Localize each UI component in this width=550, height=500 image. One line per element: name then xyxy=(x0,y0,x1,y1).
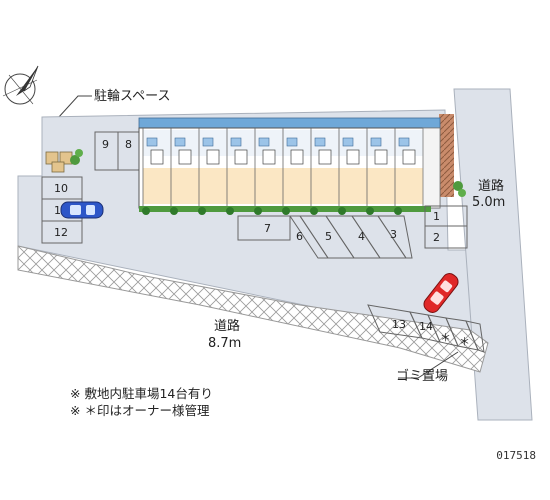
bath-icon xyxy=(398,137,410,147)
bay-number-5: 5 xyxy=(325,230,332,243)
stair-icon xyxy=(374,149,388,165)
owner-slot-mark: ＊ xyxy=(440,331,451,344)
bay-number-2: 2 xyxy=(433,231,440,244)
stair-icon xyxy=(262,149,276,165)
car-red-icon xyxy=(423,273,459,313)
stair-icon xyxy=(150,149,164,165)
bay-number-14: 14 xyxy=(419,320,433,333)
north-arrow-icon xyxy=(2,65,39,105)
south-road-label: 道路 xyxy=(214,318,240,334)
unit-stairs xyxy=(146,137,416,165)
bath-icon xyxy=(286,137,298,147)
bath-icon xyxy=(146,137,158,147)
bay-number-12: 12 xyxy=(54,226,68,239)
parking-bay-2 xyxy=(424,225,468,249)
stair-icon xyxy=(206,149,220,165)
stair-icon xyxy=(346,149,360,165)
bath-icon xyxy=(370,137,382,147)
bath-icon xyxy=(314,137,326,147)
bay-number-13: 13 xyxy=(392,318,406,331)
tree-row xyxy=(142,207,402,215)
shrub-icon xyxy=(70,149,83,165)
shrub-icon xyxy=(453,181,466,197)
stair-icon xyxy=(402,149,416,165)
stair-icon xyxy=(234,149,248,165)
bay-number-4: 4 xyxy=(358,230,365,243)
bay-number-3: 3 xyxy=(390,228,397,241)
brick-wall xyxy=(439,114,454,197)
unit-dividers xyxy=(142,128,396,206)
bath-icon xyxy=(202,137,214,147)
bay-number-8: 8 xyxy=(125,138,132,151)
lower-parking-bays xyxy=(367,304,485,353)
tree-icon xyxy=(254,207,262,215)
tree-icon xyxy=(226,207,234,215)
east-road-label: 道路 xyxy=(478,178,504,194)
tree-icon xyxy=(394,207,402,215)
bay-number-10: 10 xyxy=(54,182,68,195)
tree-icon xyxy=(338,207,346,215)
bath-icon xyxy=(258,137,270,147)
tree-icon xyxy=(366,207,374,215)
garbage-leader-line xyxy=(398,351,459,379)
bicycle-leader-line xyxy=(57,95,92,119)
tree-icon xyxy=(282,207,290,215)
tree-icon xyxy=(310,207,318,215)
car-blue-icon xyxy=(60,201,104,219)
angled-parking-bays xyxy=(289,215,413,259)
south-road-width: 8.7m xyxy=(208,336,241,351)
parking-bay-12 xyxy=(41,220,83,244)
note-owner-managed: ※ ＊印はオーナー様管理 xyxy=(70,403,210,418)
bath-icon xyxy=(174,137,186,147)
bath-icon xyxy=(342,137,354,147)
tree-icon xyxy=(170,207,178,215)
parking-bay-7 xyxy=(237,215,291,241)
east-road xyxy=(453,88,533,421)
stair-icon xyxy=(318,149,332,165)
east-road-width: 5.0m xyxy=(472,195,505,210)
stair-icon xyxy=(178,149,192,165)
tree-icon xyxy=(142,207,150,215)
bay-number-9: 9 xyxy=(102,138,109,151)
bicycle-space-label: 駐輪スペース xyxy=(94,88,170,104)
bath-icon xyxy=(230,137,242,147)
owner-slot-mark: ＊ xyxy=(459,335,470,348)
note-parking-count: ※ 敷地内駐車場14台有り xyxy=(70,386,213,401)
bay-number-7: 7 xyxy=(264,222,271,235)
tree-icon xyxy=(198,207,206,215)
bay-number-6: 6 xyxy=(296,230,303,243)
property-code: 017518 xyxy=(496,449,536,462)
south-road xyxy=(17,245,489,373)
garbage-area-label: ゴミ置場 xyxy=(396,368,448,384)
bay-number-1: 1 xyxy=(433,210,440,223)
stair-icon xyxy=(290,149,304,165)
